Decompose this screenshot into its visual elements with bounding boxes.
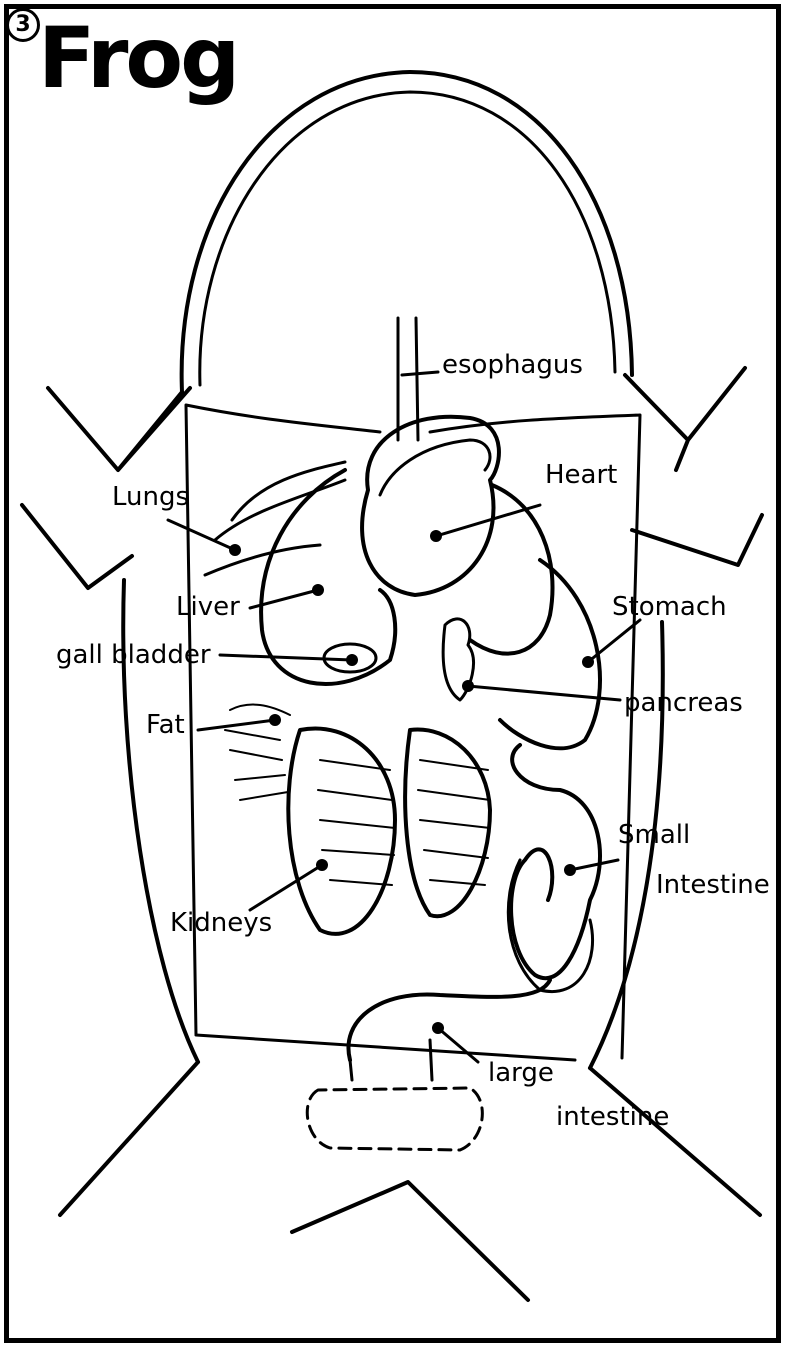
leader-large-intestine xyxy=(438,1028,478,1062)
dot-large-intestine xyxy=(432,1022,444,1034)
leader-kidneys xyxy=(250,865,322,910)
dot-pancreas xyxy=(462,680,474,692)
label-esophagus: esophagus xyxy=(442,352,583,378)
right-hind-leg xyxy=(590,1068,760,1215)
leader-dots xyxy=(229,530,594,1034)
small-intestine-coil xyxy=(511,745,600,978)
label-liver: Liver xyxy=(176,594,240,620)
leader-small-intestine xyxy=(570,860,618,870)
leader-heart xyxy=(436,505,540,536)
heart-shape xyxy=(362,417,499,595)
right-arm-lower xyxy=(632,515,762,565)
dot-small-intestine xyxy=(564,864,576,876)
lungs-shape xyxy=(205,462,345,575)
left-front-leg xyxy=(48,388,190,470)
page-title: Frog xyxy=(38,16,237,100)
kidney-left xyxy=(288,728,395,933)
liver-right-lobe xyxy=(470,485,553,654)
leader-lungs xyxy=(168,520,235,550)
label-small-intestine-line1: Small xyxy=(618,822,690,848)
leader-esophagus xyxy=(402,372,438,375)
label-gall-bladder: gall bladder xyxy=(56,642,211,668)
label-heart: Heart xyxy=(545,462,617,488)
label-small-intestine-line2: Intestine xyxy=(656,872,770,898)
label-lungs: Lungs xyxy=(112,484,189,510)
right-front-leg xyxy=(625,368,745,470)
left-arm-lower xyxy=(22,505,132,588)
dissection-outline xyxy=(186,405,640,1060)
label-stomach: Stomach xyxy=(612,594,727,620)
dot-gall-bladder xyxy=(346,654,358,666)
label-pancreas: pancreas xyxy=(624,690,743,716)
page-number-badge: 3 xyxy=(6,8,40,42)
head-outline xyxy=(182,72,632,392)
label-large-intestine-line1: large xyxy=(488,1060,554,1086)
left-hind-leg xyxy=(60,1062,528,1300)
dot-liver xyxy=(312,584,324,596)
dot-heart xyxy=(430,530,442,542)
leader-fat xyxy=(198,720,275,730)
dot-kidneys xyxy=(316,859,328,871)
dot-lungs xyxy=(229,544,241,556)
label-kidneys: Kidneys xyxy=(170,910,272,936)
cloaca-dashed-outline xyxy=(307,1088,482,1150)
dot-fat xyxy=(269,714,281,726)
label-fat: Fat xyxy=(146,712,185,738)
heart-atrium xyxy=(380,440,490,495)
dot-stomach xyxy=(582,656,594,668)
leader-pancreas xyxy=(468,686,620,700)
leader-gall-bladder xyxy=(220,655,352,660)
label-large-intestine-line2: intestine xyxy=(556,1104,669,1130)
